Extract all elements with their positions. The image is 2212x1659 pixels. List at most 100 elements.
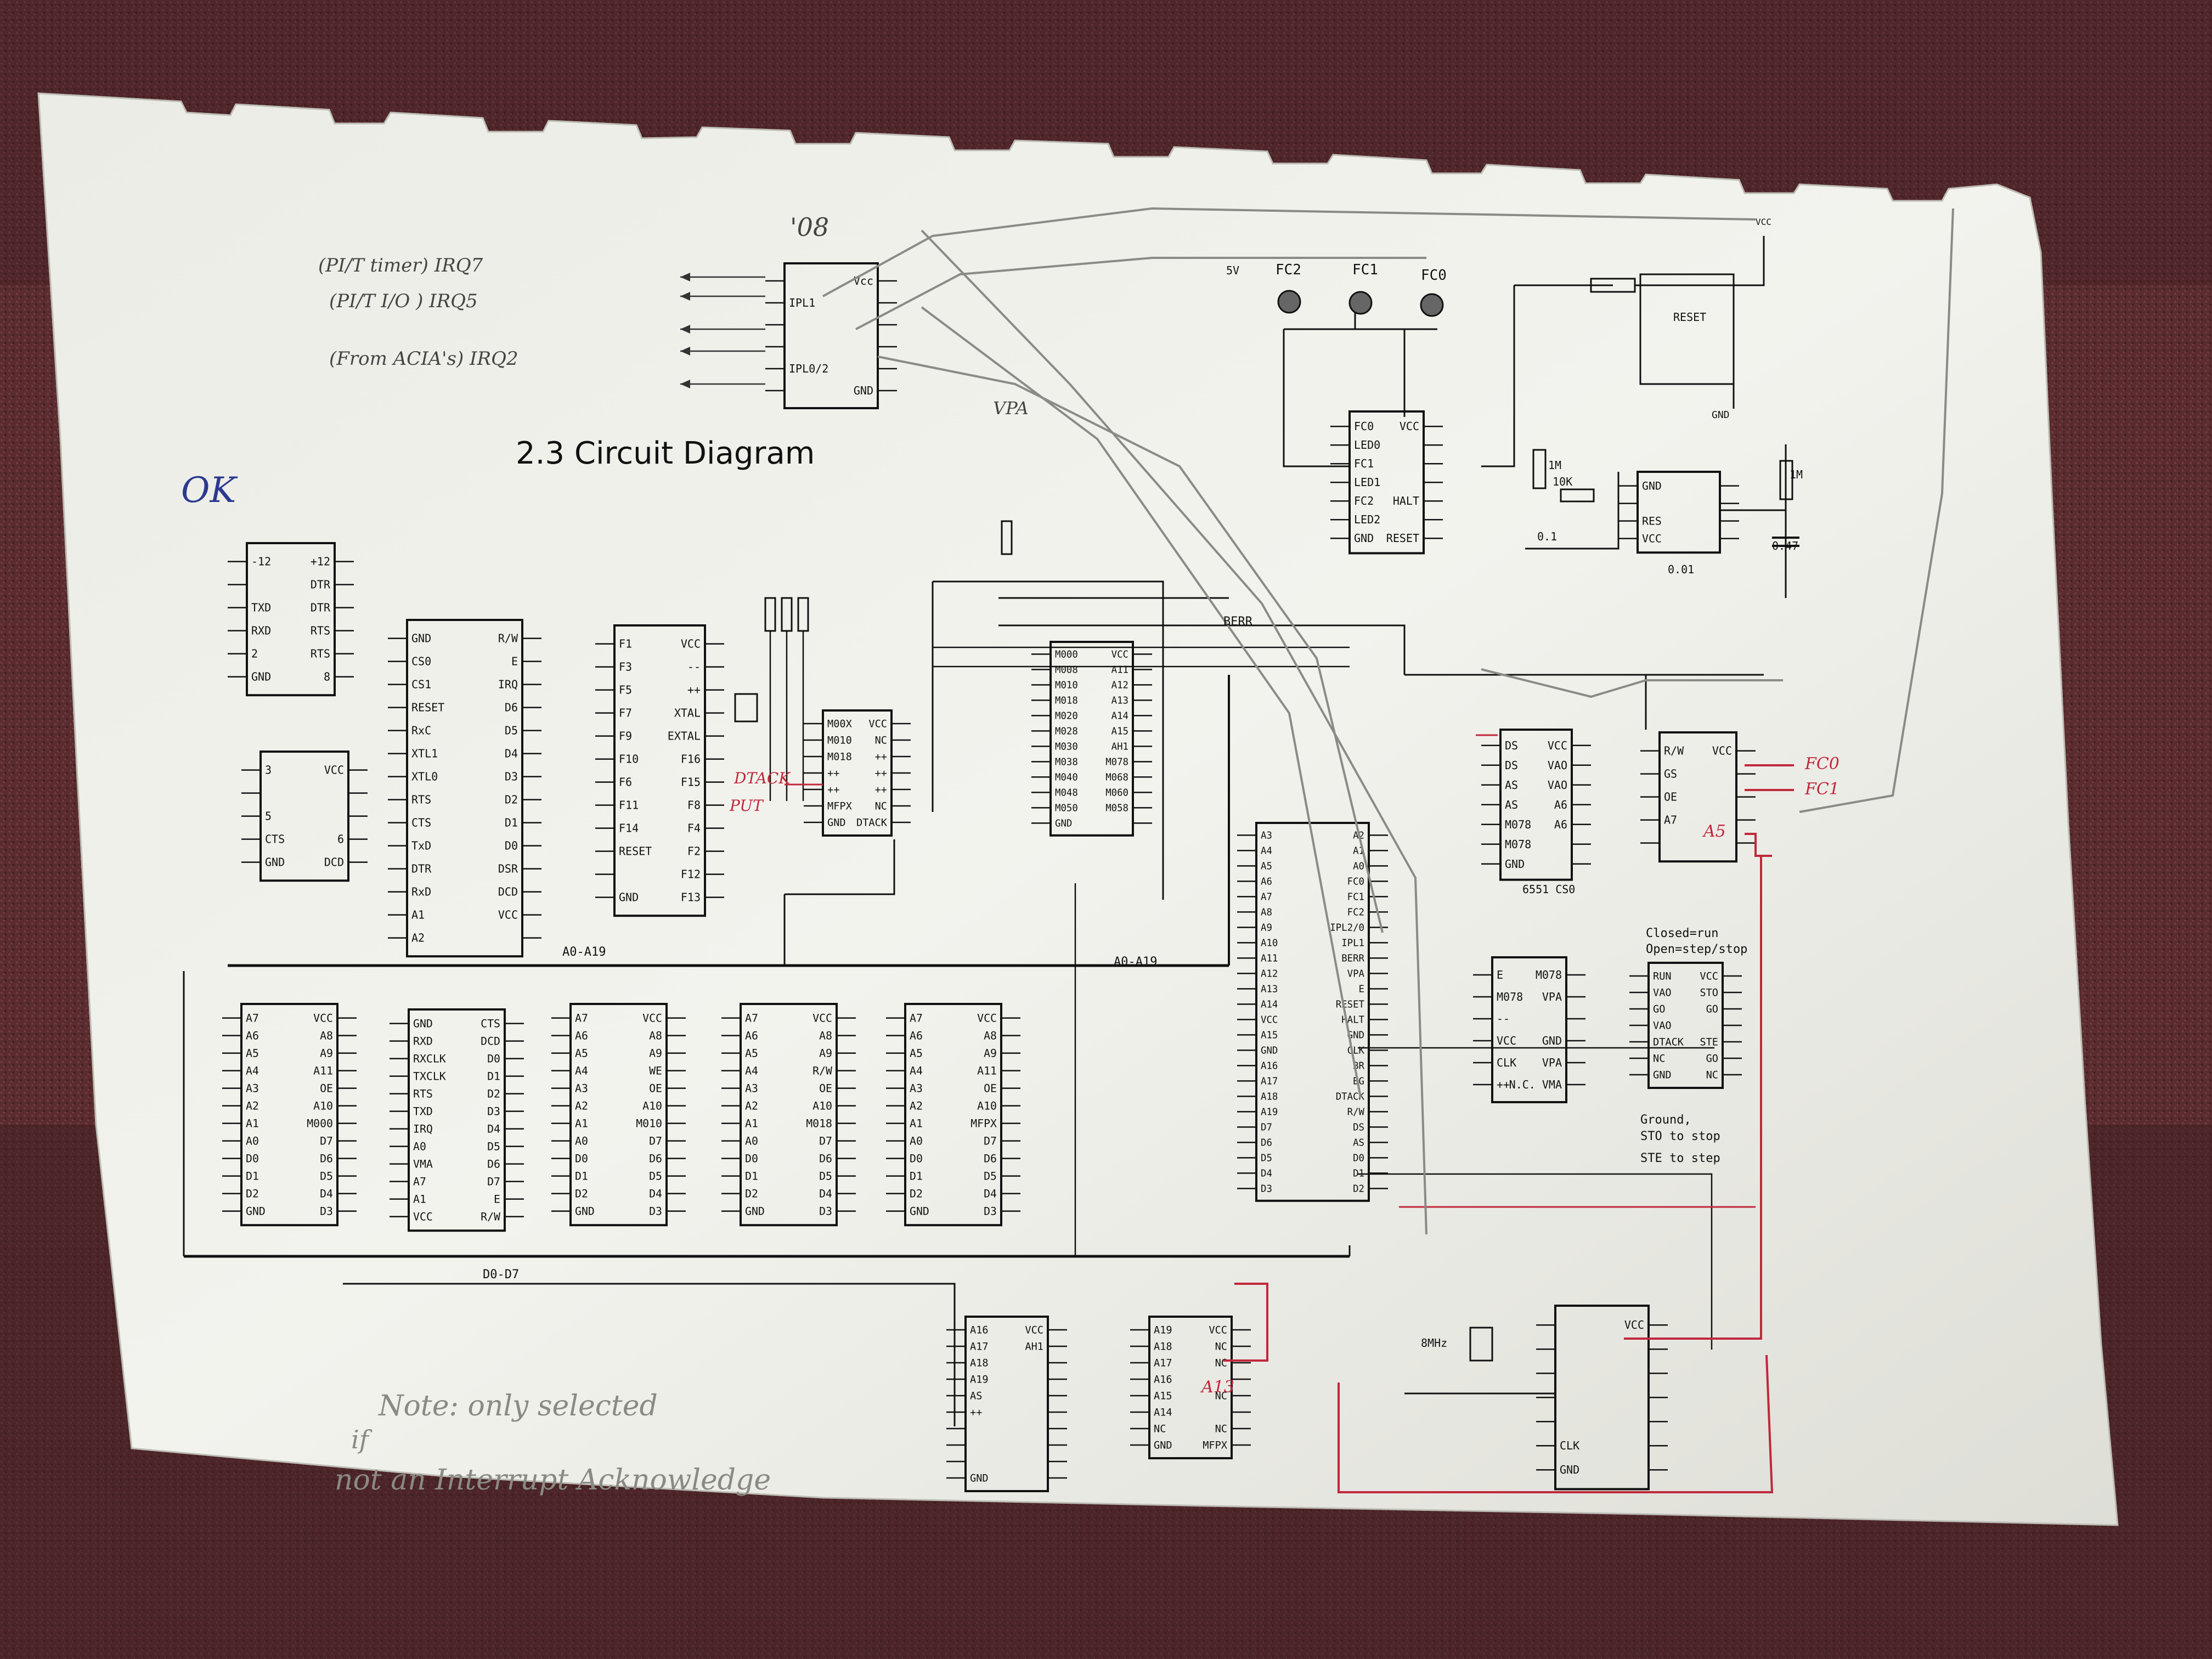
- pin-label: A15: [1111, 726, 1128, 737]
- pin-label: IRQ: [498, 678, 518, 691]
- pin-label: AH1: [1025, 1341, 1043, 1353]
- pin-label: AS: [1505, 798, 1518, 811]
- pin-label: A0: [413, 1141, 426, 1153]
- pin-label: A12: [1111, 680, 1128, 691]
- pin-label: A19: [1154, 1325, 1172, 1336]
- pin-label: E: [1359, 984, 1364, 995]
- pin-label: M000: [1055, 649, 1078, 660]
- pin-label: GND: [265, 856, 285, 869]
- pin-label: A7: [1261, 891, 1272, 902]
- pin-label: A5: [246, 1047, 259, 1060]
- pin-label: VCC: [1712, 744, 1732, 758]
- label-fc1: FC1: [1352, 262, 1378, 278]
- pin-label: FC1: [1354, 457, 1374, 470]
- power-labels: 5V FC2 FC1 FC0 VCC GND RESET: [1226, 217, 1771, 421]
- pin-label: M00X: [827, 719, 853, 730]
- pin-label: A18: [1261, 1091, 1278, 1102]
- pin-label: M050: [1055, 803, 1078, 814]
- label-r10k: 10K: [1553, 475, 1572, 488]
- pin-label: VMA: [413, 1158, 433, 1171]
- pin-label: D0: [487, 1053, 500, 1065]
- pin-label: 5: [265, 810, 272, 823]
- label-vcc-top: VCC: [1756, 217, 1771, 227]
- pin-label: A8: [984, 1030, 997, 1042]
- pin-label: ++: [827, 768, 839, 780]
- pin-label: TXD: [413, 1105, 433, 1118]
- pin-label: D7: [819, 1135, 832, 1148]
- pin-label: D0: [910, 1153, 923, 1165]
- pin-label: A0: [246, 1135, 259, 1148]
- label-r1m-b: 1M: [1790, 468, 1803, 481]
- pin-label: A2: [246, 1100, 259, 1113]
- pin-label: ++: [1497, 1078, 1510, 1091]
- pin-label: A9: [984, 1047, 997, 1060]
- pin-label: A6: [1554, 818, 1567, 831]
- pin-label: R/W: [481, 1211, 500, 1223]
- pin-label: D7: [649, 1135, 662, 1148]
- pin-label: D5: [649, 1170, 662, 1183]
- pin-label: D5: [320, 1170, 333, 1183]
- pin-label: A18: [1154, 1341, 1172, 1353]
- pin-label: IPL1: [789, 296, 815, 309]
- pin-label: D2: [487, 1088, 500, 1101]
- led: [1348, 291, 1373, 315]
- led: [1420, 293, 1444, 317]
- pin-label: D6: [505, 701, 518, 714]
- pin-label: F7: [619, 707, 632, 720]
- pin-label: RxD: [411, 885, 431, 899]
- pin-label: A2: [910, 1100, 923, 1113]
- pit-crystal: [734, 693, 758, 723]
- pin-label: A10: [1261, 938, 1278, 949]
- note-irq-acias: (From ACIA's) IRQ2: [329, 348, 518, 370]
- pin-label: A18: [970, 1358, 989, 1369]
- pin-label: F13: [681, 891, 701, 904]
- pin-label: A3: [910, 1082, 923, 1095]
- pin-label: A13: [1261, 984, 1278, 995]
- pin-label: A11: [1261, 953, 1278, 964]
- page-title: 2.3 Circuit Diagram: [516, 436, 815, 471]
- pin-label: EXTAL: [668, 730, 701, 743]
- pin-label: A15: [1261, 1030, 1278, 1041]
- pin-label: M008: [1055, 664, 1078, 675]
- pin-label: M068: [1105, 772, 1128, 783]
- pin-label: IPL0/2: [789, 362, 828, 375]
- pin-label: M078: [1105, 757, 1128, 768]
- pin-label: MFPX: [1203, 1440, 1228, 1452]
- pin-label: MFPX: [970, 1118, 997, 1130]
- pin-label: GND: [575, 1205, 595, 1218]
- pin-label: +12: [311, 555, 330, 568]
- label-xtal: 8MHz: [1421, 1336, 1447, 1350]
- chip-outline: [740, 1003, 838, 1227]
- bus-labels: A0-A19 A0-A19 D0-D7 BERR: [483, 615, 1253, 1282]
- pin-label: GND: [970, 1473, 989, 1485]
- pin-label: M020: [1055, 710, 1078, 721]
- pin-label: R/W: [498, 632, 518, 645]
- pin-label: FC1: [1347, 891, 1364, 902]
- pin-label: XTAL: [674, 707, 701, 720]
- pin-label: RTS: [411, 793, 431, 806]
- pin-label: F15: [681, 776, 701, 789]
- pin-label: GND: [1261, 1045, 1278, 1056]
- berr-label: BERR: [1223, 615, 1253, 629]
- pin-label: D2: [575, 1188, 588, 1200]
- pin-label: BERR: [1341, 953, 1364, 964]
- pin-label: A9: [649, 1047, 662, 1060]
- pin-label: LED0: [1354, 438, 1380, 452]
- pin-label: STO: [1700, 988, 1718, 999]
- pin-label: TXD: [251, 601, 271, 614]
- pin-label: FC0: [1354, 420, 1374, 433]
- pin-label: A6: [575, 1030, 588, 1042]
- pin-label: DS: [1353, 1122, 1364, 1133]
- pin-label: D6: [649, 1153, 662, 1165]
- pin-label: CLK: [1347, 1045, 1365, 1056]
- pin-label: IPL2/0: [1330, 922, 1364, 933]
- pin-label: DTACK: [1653, 1037, 1684, 1048]
- pin-label: A15: [1154, 1391, 1172, 1402]
- chip-acia2: GNDRXDRXCLKTXCLKRTSTXDIRQA0VMAA7A1VCCCTS…: [390, 1008, 524, 1232]
- pin-label: VAO: [1653, 1020, 1672, 1032]
- pin-label: RTS: [311, 624, 330, 637]
- pin-label: AS: [970, 1391, 982, 1402]
- pin-label: NC: [1706, 1070, 1718, 1081]
- pin-label: DCD: [498, 885, 518, 899]
